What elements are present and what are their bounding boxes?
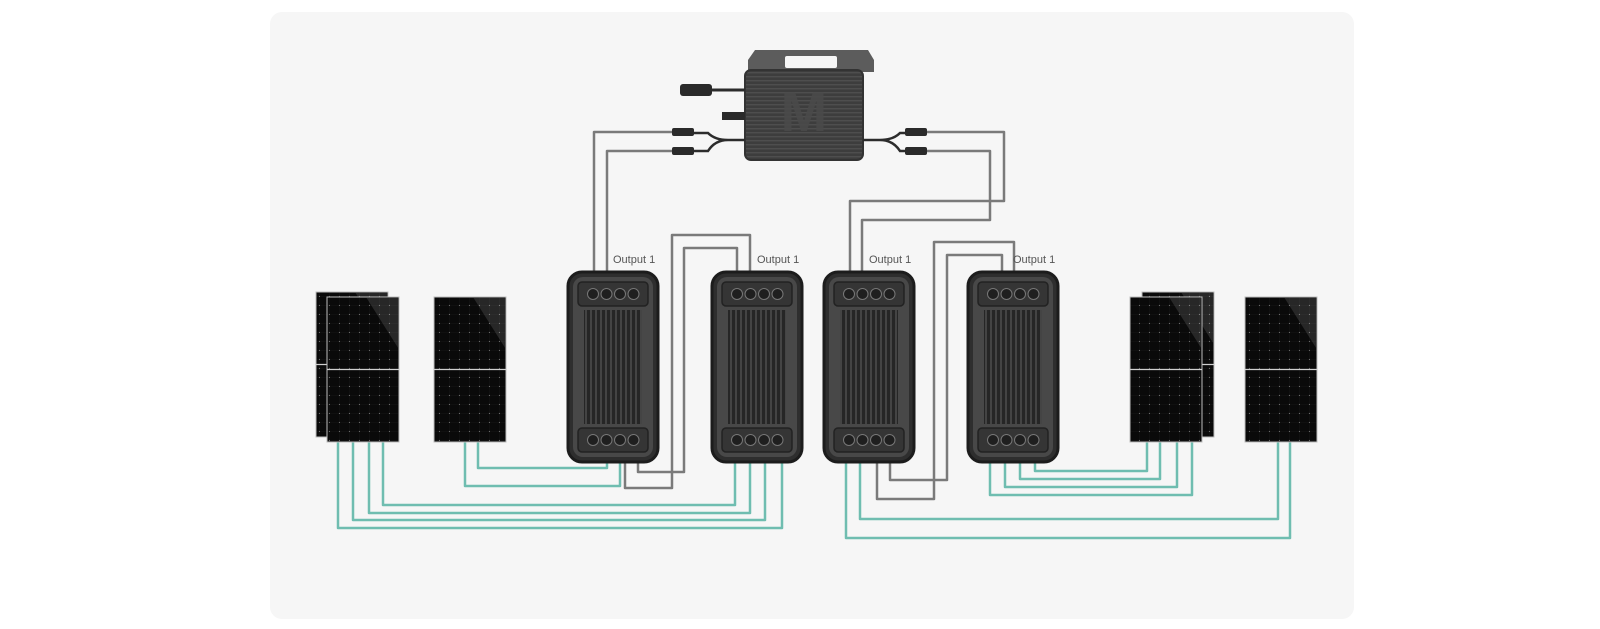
input-port-block xyxy=(577,427,649,453)
wire-b3-out1 xyxy=(848,130,1006,285)
panel-glare xyxy=(1169,298,1201,348)
booster-heatsink xyxy=(840,310,898,424)
solar-panel-left-single xyxy=(433,296,507,443)
booster-output-label: Output 1 xyxy=(1013,254,1055,266)
microinverter-logo: M xyxy=(781,80,828,143)
wire-pl2-b1b xyxy=(463,440,622,488)
port-icon xyxy=(600,434,613,446)
port-icon xyxy=(744,288,757,300)
boosters: Output 1 Output 1 Output 1 Output 1 xyxy=(566,254,1060,464)
wire-b1-out2 xyxy=(605,149,690,285)
solar-panel-right-front xyxy=(1129,296,1203,443)
solar-panel-right-single xyxy=(1244,296,1318,443)
mc4-connector-icon xyxy=(672,147,694,155)
panel-glare xyxy=(473,298,505,348)
wire-pr2-b3a xyxy=(858,440,1280,521)
port-icon xyxy=(771,434,784,446)
booster-output-label: Output 1 xyxy=(757,254,799,266)
port-icon xyxy=(1014,288,1026,300)
wire-b1-out1 xyxy=(592,130,690,285)
mc4-connector-icon xyxy=(905,147,927,155)
wire-pl1-b2a xyxy=(381,440,737,507)
mc4-connector-icon xyxy=(672,128,694,136)
input-port-block xyxy=(833,427,905,453)
output-port-block xyxy=(721,281,793,307)
wire-b2-out2 xyxy=(623,233,752,490)
handle-slot xyxy=(785,56,837,68)
port-icon xyxy=(744,434,757,446)
port-icon xyxy=(587,434,599,446)
wire-b4-out2 xyxy=(875,240,1016,501)
port-icon xyxy=(870,434,882,446)
wire-b2-out1 xyxy=(636,246,739,474)
wire-pl1-b2d xyxy=(336,440,784,530)
mc4-connector-icon xyxy=(905,128,927,136)
solar-panel-left-front xyxy=(326,296,400,443)
panel-glare xyxy=(366,298,398,348)
port-icon xyxy=(987,434,999,446)
port-icon xyxy=(987,288,999,300)
wire-pr2-b3b xyxy=(844,440,1292,540)
ac-connector-icon xyxy=(680,84,712,96)
wire-pl1-b2c xyxy=(351,440,767,522)
port-icon xyxy=(614,288,626,300)
wire-b3-out2 xyxy=(860,149,992,285)
wire-pr1-b4c xyxy=(1003,440,1179,489)
port-icon xyxy=(614,434,626,446)
port-icon xyxy=(1027,434,1040,446)
wire-pr1-b4d xyxy=(988,440,1194,497)
port-icon xyxy=(856,434,869,446)
output-port-block xyxy=(833,281,905,307)
port-icon xyxy=(731,288,743,300)
output-port-block xyxy=(977,281,1049,307)
microinverter: M xyxy=(672,50,927,161)
input-port-block xyxy=(977,427,1049,453)
port-icon xyxy=(587,288,599,300)
port-icon xyxy=(870,288,882,300)
port-icon xyxy=(731,434,743,446)
booster-3: Output 1 xyxy=(822,254,916,464)
port-icon xyxy=(843,434,855,446)
port-icon xyxy=(627,288,640,300)
booster-heatsink xyxy=(984,310,1042,424)
antenna-icon xyxy=(722,112,745,120)
booster-2: Output 1 xyxy=(710,254,804,464)
booster-heatsink xyxy=(584,310,642,424)
port-icon xyxy=(856,288,869,300)
booster-1: Output 1 xyxy=(566,254,660,464)
port-icon xyxy=(1000,434,1013,446)
port-icon xyxy=(843,288,855,300)
port-icon xyxy=(1027,288,1040,300)
panel-glare xyxy=(1284,298,1316,348)
output-wires xyxy=(592,130,1016,501)
solar-panels xyxy=(315,291,1318,443)
port-icon xyxy=(883,434,896,446)
port-icon xyxy=(1014,434,1026,446)
port-icon xyxy=(771,288,784,300)
booster-output-label: Output 1 xyxy=(869,254,911,266)
output-port-block xyxy=(577,281,649,307)
booster-heatsink xyxy=(728,310,786,424)
wire-pl1-b2b xyxy=(367,440,752,515)
port-icon xyxy=(600,288,613,300)
port-icon xyxy=(883,288,896,300)
port-icon xyxy=(627,434,640,446)
dc-wires xyxy=(336,440,1292,540)
booster-output-label: Output 1 xyxy=(613,254,655,266)
wire-b4-out1 xyxy=(888,253,1004,482)
booster-4: Output 1 xyxy=(966,254,1060,464)
port-icon xyxy=(1000,288,1013,300)
port-icon xyxy=(758,434,770,446)
input-port-block xyxy=(721,427,793,453)
port-icon xyxy=(758,288,770,300)
